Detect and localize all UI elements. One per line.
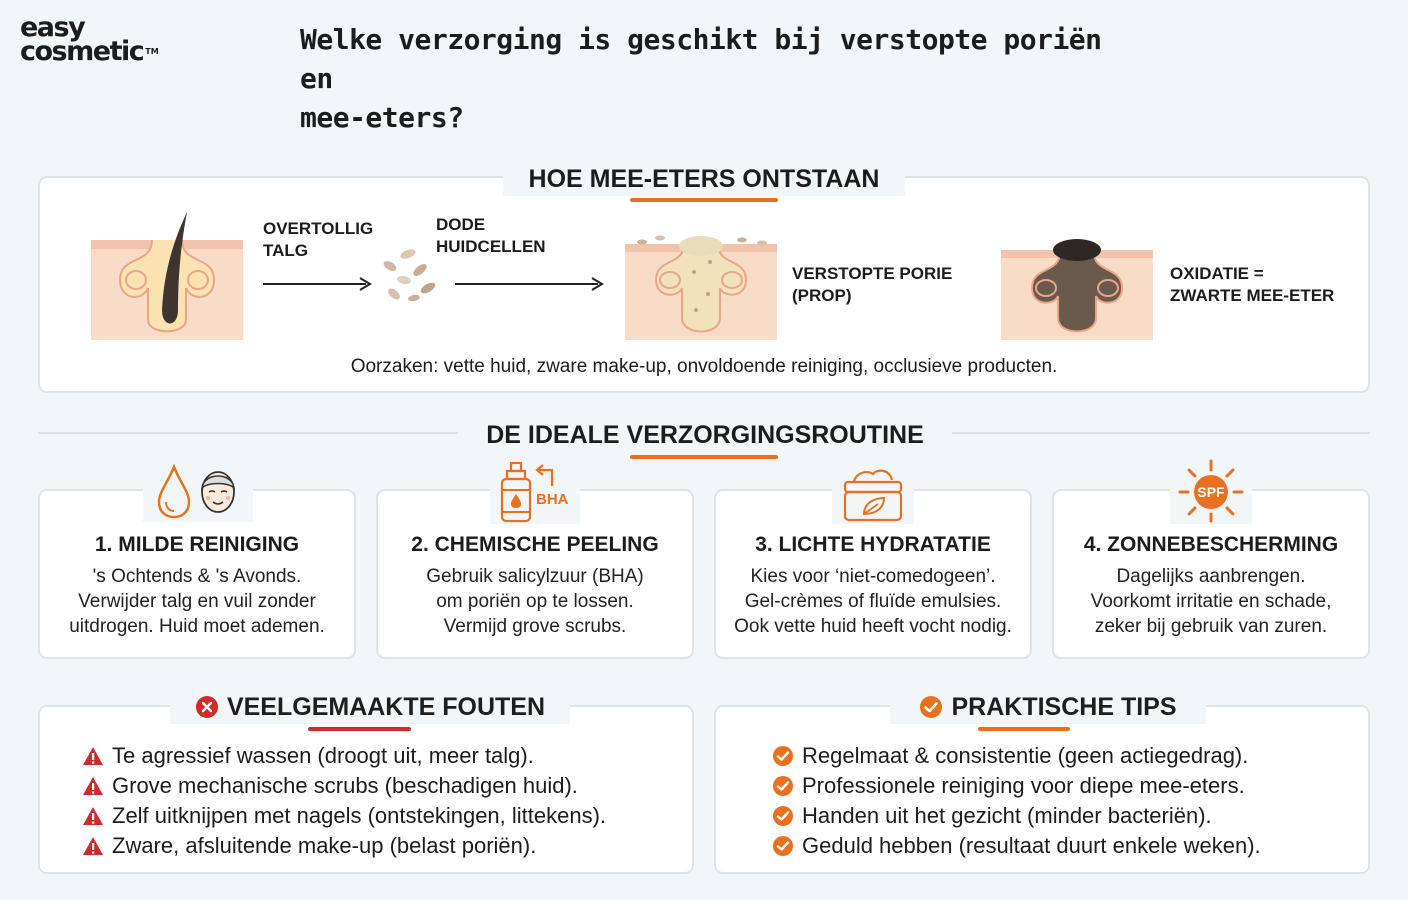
mistakes-title: VEELGEMAAKTE FOUTEN [226,692,546,721]
routine-card-4-content: 4. ZONNEBESCHERMING Dagelijks aanbrengen… [1052,533,1370,639]
routine-card-4-line-2: Voorkomt irritatie en schade, [1090,591,1332,612]
face-icon [200,471,236,513]
tip-text: Geduld hebben (resultaat duurt enkele we… [802,833,1261,858]
routine-divider-right [952,432,1370,434]
step-clogged-pore-line-1: VERSTOPTE PORIE [792,264,953,283]
tips-title: PRAKTISCHE TIPS [951,692,1177,721]
bha-icon-label: BHA [536,491,569,508]
arrow-up-left-icon [535,464,554,486]
mistakes-title-underline [308,727,411,731]
step-oxidation-line-2: ZWARTE MEE-ETER [1170,286,1335,305]
formation-title: HOE MEE-ETERS ONTSTAAN [503,162,905,196]
blackhead-icon [1001,239,1153,340]
routine-card-4-title: 4. ZONNEBESCHERMING [1083,533,1339,556]
skin-follicle-icon [91,212,243,340]
routine-card-4-line-3: zeker bij gebruik van zuren. [1094,616,1328,637]
check-circle-icon [773,836,793,856]
routine-card-3-line-2: Gel-crèmes of fluïde emulsies. [744,591,1002,612]
step-excess-sebum-line-1: OVERTOLLIG [263,219,374,238]
warning-triangle-icon [83,747,103,765]
mistake-item: Zelf uitknijpen met nagels (ontstekingen… [82,801,606,831]
step-dead-cells-line-1: DODE [436,215,486,234]
cream-jar-icon [843,469,903,522]
routine-card-3-content: 3. LICHTE HYDRATATIE Kies voor ‘niet-com… [714,533,1032,639]
routine-card-1-content: 1. MILDE REINIGING 's Ochtends & 's Avon… [38,533,356,639]
mistake-text: Te agressief wassen (droogt uit, meer ta… [112,743,534,768]
serum-bottle-icon [500,461,532,523]
error-circle-icon [195,696,218,718]
sun-spf-icon [1178,459,1244,523]
clogged-pore-icon [625,235,777,340]
routine-card-3-title: 3. LICHTE HYDRATATIE [755,533,991,556]
tip-item: Geduld hebben (resultaat duurt enkele we… [772,831,1261,861]
mistake-item: Zware, afsluitende make-up (belast porië… [82,831,606,861]
tip-text: Regelmaat & consistentie (geen actiegedr… [802,743,1249,768]
tip-text: Handen uit het gezicht (minder bacteriën… [802,803,1212,828]
step-dead-cells-line-2: HUIDCELLEN [436,237,546,256]
tips-header: PRAKTISCHE TIPS [890,690,1206,724]
check-circle-icon [773,746,793,766]
step-excess-sebum-line-2: TALG [263,241,309,260]
routine-card-1-line-3: uitdrogen. Huid moet ademen. [69,616,325,637]
routine-card-1-title: 1. MILDE REINIGING [94,533,300,556]
step-oxidation-label: OXIDATIE = ZWARTE MEE-ETER [1170,263,1334,307]
arrow-right-icon [455,277,604,291]
routine-card-4-line-1: Dagelijks aanbrengen. [1116,566,1306,587]
logo-trademark: TM [145,47,159,56]
causes-text: Oorzaken: vette huid, zware make-up, onv… [350,356,1058,377]
routine-card-2-title: 2. CHEMISCHE PEELING [411,533,659,556]
tips-title-underline [978,727,1070,731]
arrow-right-icon [263,277,372,291]
mistake-item: Te agressief wassen (droogt uit, meer ta… [82,741,606,771]
routine-divider-left [38,432,458,434]
step-excess-sebum-label: OVERTOLLIG TALG [263,218,373,262]
tip-item: Regelmaat & consistentie (geen actiegedr… [772,741,1261,771]
spf-icon-label: SPF [1197,484,1225,500]
mistake-text: Zelf uitknijpen met nagels (ontstekingen… [112,803,607,828]
logo-word: cosmetic [20,36,145,67]
warning-triangle-icon [83,807,103,825]
tips-list: Regelmaat & consistentie (geen actiegedr… [772,741,1261,861]
routine-card-2-content: 2. CHEMISCHE PEELING Gebruik salicylzuur… [376,533,694,639]
page-title: Welke verzorging is geschikt bij verstop… [300,20,1120,137]
page-title-line-1: Welke verzorging is geschikt bij verstop… [300,23,1102,95]
routine-title: DE IDEALE VERZORGINGSROUTINE [460,418,950,452]
check-circle-icon [773,776,793,796]
routine-card-3-line-1: Kies voor ‘niet-comedogeen’. [750,566,996,587]
mistakes-header: VEELGEMAAKTE FOUTEN [170,690,570,724]
check-circle-icon [773,806,793,826]
page-title-line-2: mee-eters? [300,101,464,134]
mistake-text: Grove mechanische scrubs (beschadigen hu… [112,773,578,798]
routine-card-2-line-2: om poriën op te lossen. [436,591,634,612]
water-drop-icon [157,464,191,519]
routine-card-1-line-1: 's Ochtends & 's Avonds. [92,566,302,587]
mistake-text: Zware, afsluitende make-up (belast porië… [112,833,537,858]
routine-card-3-line-3: Ook vette huid heeft vocht nodig. [734,616,1012,637]
mistakes-list: Te agressief wassen (droogt uit, meer ta… [82,741,606,861]
check-circle-icon [920,696,943,718]
logo-line-1: easy [20,12,86,43]
mistake-item: Grove mechanische scrubs (beschadigen hu… [82,771,606,801]
routine-card-2-line-3: Vermijd grove scrubs. [443,616,627,637]
routine-card-1-line-2: Verwijder talg en vuil zonder [78,591,316,612]
warning-triangle-icon [83,837,103,855]
tip-item: Professionele reiniging voor diepe mee-e… [772,771,1261,801]
routine-title-underline [630,455,778,459]
step-oxidation-line-1: OXIDATIE = [1170,264,1264,283]
tips-panel [714,705,1370,874]
tip-text: Professionele reiniging voor diepe mee-e… [802,773,1245,798]
tip-item: Handen uit het gezicht (minder bacteriën… [772,801,1261,831]
routine-card-2-line-1: Gebruik salicylzuur (BHA) [426,566,644,587]
dead-skin-flakes-icon [383,249,436,302]
warning-triangle-icon [83,777,103,795]
step-clogged-pore-label: VERSTOPTE PORIE (PROP) [792,263,952,307]
formation-title-underline [630,198,778,202]
step-clogged-pore-line-2: (PROP) [792,286,852,305]
step-dead-cells-label: DODE HUIDCELLEN [436,214,546,258]
